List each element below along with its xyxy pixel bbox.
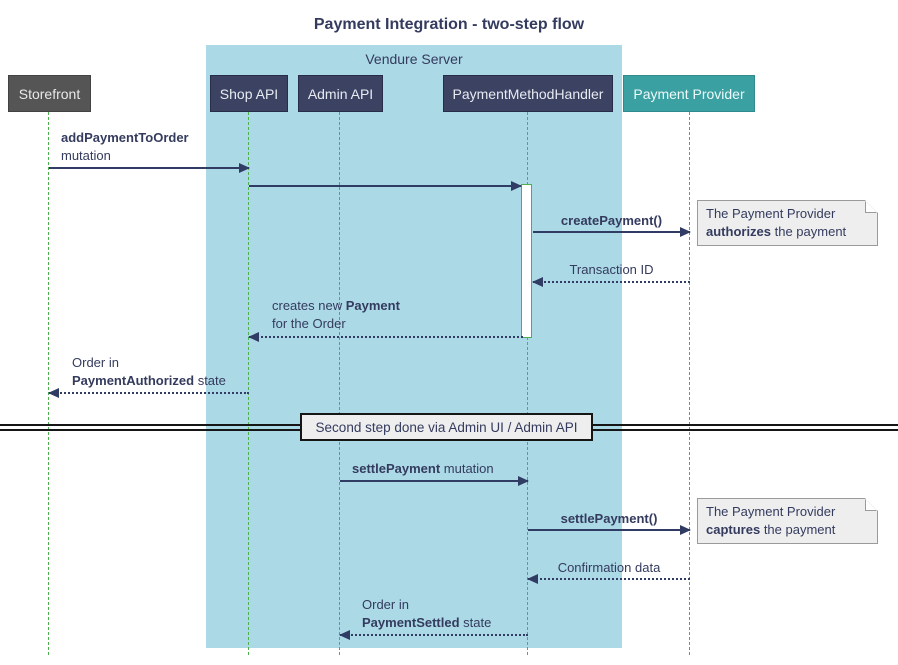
message-text: Transaction ID (569, 262, 654, 277)
arrow-handler-to-shop-api-return (248, 332, 523, 342)
note-fold-icon (865, 499, 877, 511)
vendure-server-label: Vendure Server (365, 51, 463, 67)
participant-label: Payment Provider (633, 85, 745, 102)
participant-storefront: Storefront (8, 75, 91, 112)
arrowhead-right-icon (239, 163, 250, 173)
participant-shop-api: Shop API (210, 75, 288, 112)
arrowhead-right-icon (680, 227, 691, 237)
divider-second-step: Second step done via Admin UI / Admin AP… (300, 413, 593, 441)
arrowhead-right-icon (518, 476, 529, 486)
message-text: PaymentAuthorized state (72, 373, 226, 388)
participant-label: PaymentMethodHandler (452, 85, 604, 102)
participant-label: Storefront (18, 85, 81, 102)
message-label-creates-payment: creates new Payment for the Order (272, 297, 400, 333)
participant-payment-provider: Payment Provider (623, 75, 755, 112)
message-text: Order in (362, 597, 409, 612)
participant-label: Shop API (219, 85, 279, 102)
message-text: settlePayment() (560, 511, 658, 526)
arrowhead-left-icon (248, 332, 259, 342)
lifeline-admin-api (339, 112, 340, 655)
participant-admin-api: Admin API (298, 75, 383, 112)
message-text: mutation (61, 148, 111, 163)
lifeline-shop-api (248, 112, 249, 655)
arrowhead-right-icon (511, 181, 522, 191)
arrowhead-left-icon (48, 388, 59, 398)
message-label-settle-payment-mutation: settlePayment mutation (352, 461, 494, 476)
message-text: createPayment() (560, 213, 663, 228)
arrow-admin-api-to-handler (340, 476, 529, 486)
divider-label: Second step done via Admin UI / Admin AP… (315, 419, 578, 435)
lifeline-payment-provider (689, 112, 690, 655)
message-text: for the Order (272, 316, 346, 331)
participant-label: Admin API (307, 85, 374, 102)
note-captures: The Payment Provider captures the paymen… (697, 498, 878, 544)
message-text: creates new Payment (272, 298, 400, 313)
message-label-add-payment-to-order: addPaymentToOrder mutation (61, 129, 189, 165)
message-label-transaction-id: Transaction ID (533, 261, 690, 279)
note-fold-icon (865, 201, 877, 213)
arrowhead-right-icon (680, 525, 691, 535)
note-text: captures the payment (706, 522, 836, 537)
arrow-shop-api-to-storefront-return (48, 388, 249, 398)
note-text: The Payment Provider (706, 206, 836, 221)
diagram-title: Payment Integration - two-step flow (313, 16, 585, 33)
note-text: authorizes the payment (706, 224, 847, 239)
arrowhead-left-icon (339, 630, 350, 640)
message-text: Confirmation data (557, 560, 661, 575)
message-label-create-payment: createPayment() (533, 212, 690, 230)
arrow-handler-to-provider-create (533, 227, 691, 237)
note-text: The Payment Provider (706, 504, 836, 519)
arrowhead-left-icon (532, 277, 543, 287)
arrow-storefront-to-shop-api (49, 163, 250, 173)
message-text: addPaymentToOrder (61, 130, 189, 145)
arrow-shop-api-to-handler (249, 181, 522, 191)
message-label-settle-payment-call: settlePayment() (528, 510, 690, 528)
message-label-payment-settled: Order in PaymentSettled state (362, 596, 491, 632)
vendure-server-frame (206, 45, 622, 648)
arrow-provider-to-handler-transaction (532, 277, 690, 287)
arrowhead-left-icon (527, 574, 538, 584)
message-text: PaymentSettled state (362, 615, 492, 630)
participant-payment-method-handler: PaymentMethodHandler (443, 75, 613, 112)
activation-bar-payment-method-handler (521, 184, 532, 338)
lifeline-storefront (48, 112, 49, 655)
arrow-provider-to-handler-confirmation (527, 574, 690, 584)
lifeline-payment-method-handler (527, 112, 528, 655)
message-text: Order in (72, 355, 119, 370)
arrow-handler-to-admin-api-return (339, 630, 528, 640)
note-authorizes: The Payment Provider authorizes the paym… (697, 200, 878, 246)
arrow-handler-to-provider-settle (528, 525, 691, 535)
message-label-payment-authorized: Order in PaymentAuthorized state (72, 354, 226, 390)
message-label-confirmation-data: Confirmation data (528, 559, 690, 577)
